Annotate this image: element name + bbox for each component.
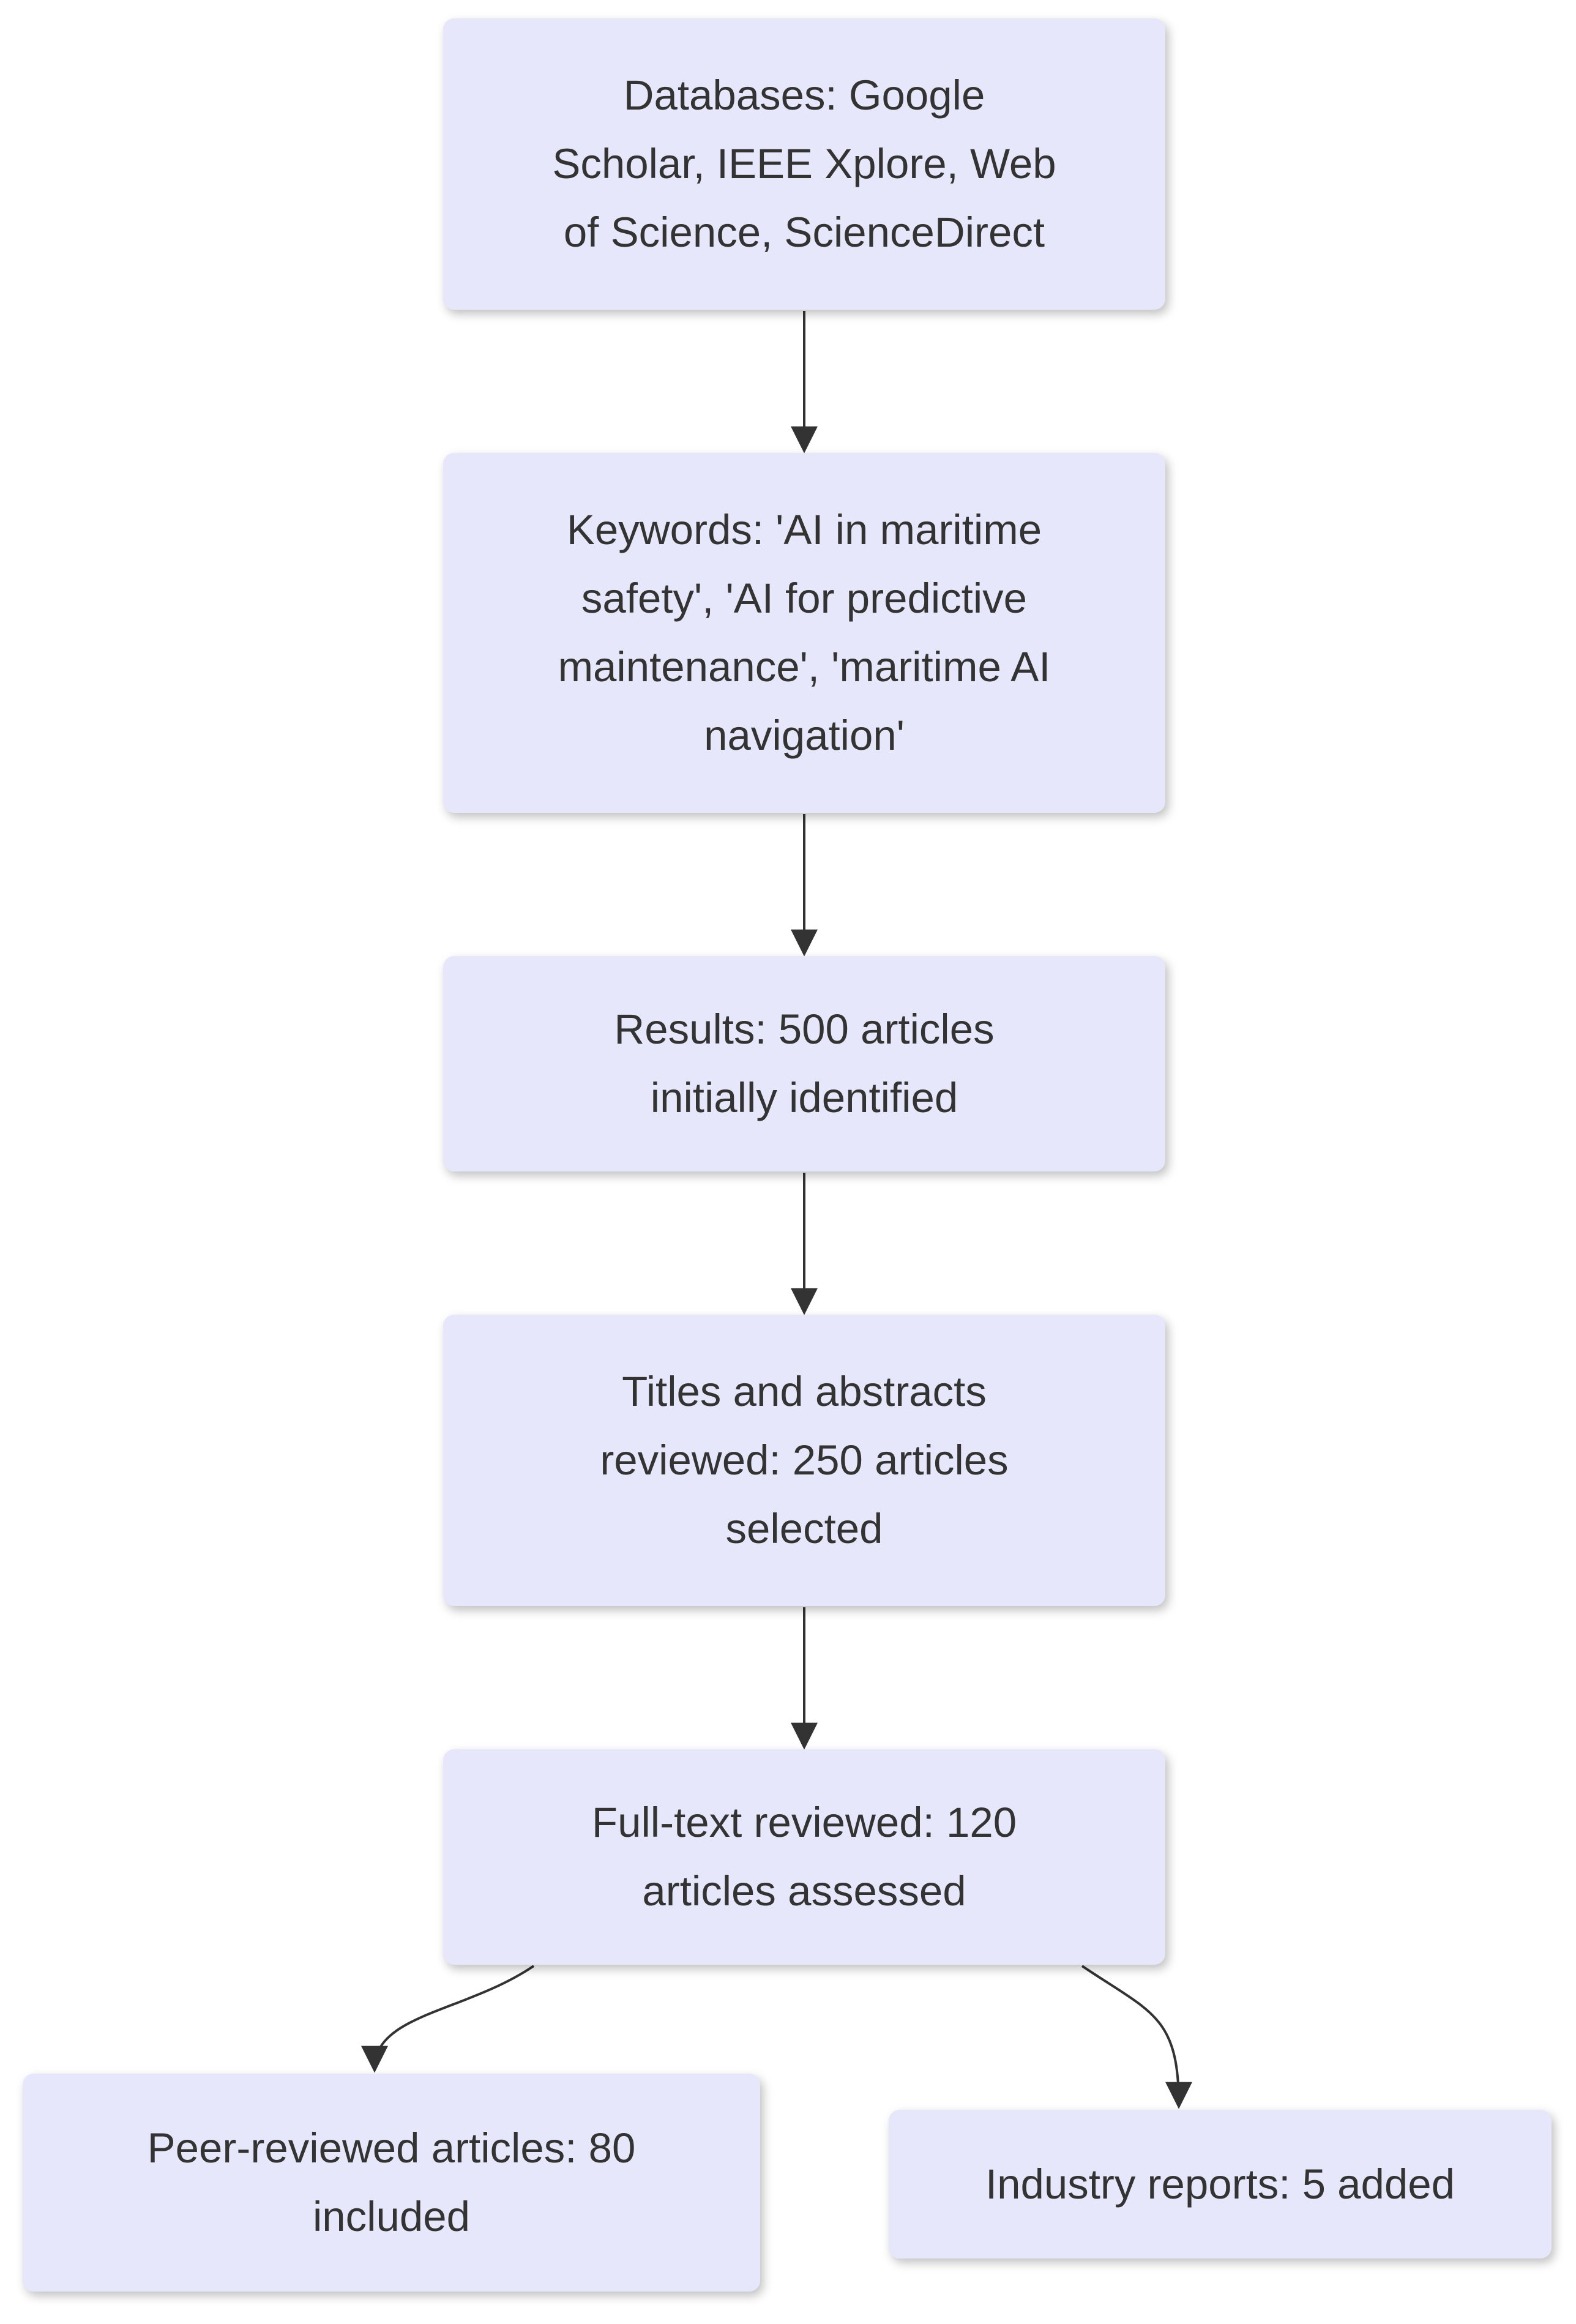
node-label-line: Full-text reviewed: 120 — [591, 1799, 1017, 1846]
node-keywords: Keywords: 'AI in maritime safety', 'AI f… — [443, 453, 1165, 813]
node-fulltext-reviewed: Full-text reviewed: 120 articles assesse… — [443, 1749, 1165, 1965]
node-results: Results: 500 articles initially identifi… — [443, 956, 1165, 1171]
node-label-line: Keywords: 'AI in maritime — [566, 506, 1042, 553]
node-label-line: Peer-reviewed articles: 80 — [147, 2124, 636, 2172]
node-label-line: Industry reports: 5 added — [985, 2160, 1455, 2208]
node-industry-reports: Industry reports: 5 added — [889, 2110, 1552, 2259]
node-label-line: Scholar, IEEE Xplore, Web — [552, 140, 1056, 187]
arrow-fulltext-to-industry — [1081, 1965, 1192, 2109]
node-label-line: reviewed: 250 articles — [600, 1437, 1009, 1484]
node-peer-reviewed: Peer-reviewed articles: 80 included — [23, 2074, 760, 2292]
node-databases: Databases: Google Scholar, IEEE Xplore, … — [443, 18, 1165, 310]
node-label-line: of Science, ScienceDirect — [563, 209, 1045, 256]
node-label-line: selected — [725, 1505, 883, 1552]
node-label-line: safety', 'AI for predictive — [581, 575, 1028, 622]
node-label-line: Results: 500 articles — [614, 1006, 995, 1053]
node-label-line: articles assessed — [642, 1867, 966, 1915]
node-label-line: navigation' — [704, 712, 905, 759]
arrow-fulltext-to-peer-reviewed — [361, 1965, 535, 2073]
node-label-line: included — [312, 2193, 471, 2240]
node-label-line: maintenance', 'maritime AI — [558, 643, 1051, 690]
node-label-line: Titles and abstracts — [622, 1368, 987, 1415]
node-label-line: initially identified — [650, 1074, 958, 1121]
node-titles-abstracts: Titles and abstracts reviewed: 250 artic… — [443, 1315, 1165, 1606]
node-label-line: Databases: Google — [623, 72, 985, 119]
